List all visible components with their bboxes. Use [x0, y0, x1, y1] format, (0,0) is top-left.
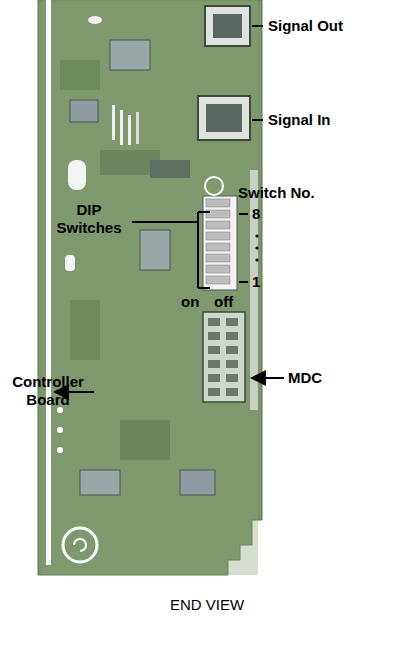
- part-label: Signal In: [268, 111, 331, 129]
- part-label: DIP Switches: [46, 201, 132, 237]
- part-label: MDC: [288, 369, 322, 387]
- part-label: Controller Board: [2, 373, 94, 409]
- caption: END VIEW: [170, 596, 244, 614]
- heading-label: Switch No.: [238, 184, 315, 202]
- switch-state: off: [214, 293, 233, 311]
- switch-state: on: [181, 293, 199, 311]
- switch-number: 1: [252, 273, 260, 291]
- part-label: Signal Out: [268, 17, 343, 35]
- switch-number: 8: [252, 205, 260, 223]
